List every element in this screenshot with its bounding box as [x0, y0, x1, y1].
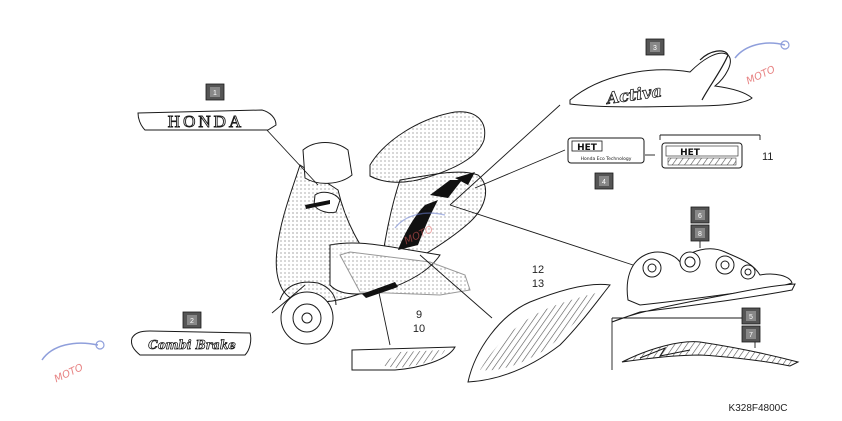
callout-3: 3 — [645, 38, 665, 56]
scooter-illustration — [275, 111, 486, 345]
watermark-left: MOTO — [41, 340, 105, 385]
callout-2: 2 — [182, 311, 202, 329]
callout-4: 4 — [594, 172, 614, 190]
label-9: 9 — [416, 309, 422, 321]
watermark-left-text: MOTO — [53, 362, 85, 385]
side-stripe-decal — [621, 341, 800, 367]
het-badge-text: HET — [680, 148, 701, 158]
callout-6-text: 6 — [698, 213, 702, 220]
label-13: 13 — [532, 278, 544, 290]
leader-lines — [264, 104, 761, 370]
het-badge: HET — [661, 142, 743, 169]
callout-7: 7 — [741, 325, 761, 343]
callout-7-text: 7 — [749, 332, 753, 339]
het-decal-text: HET — [577, 143, 598, 153]
combi-brake-text: Combi Brake — [148, 338, 236, 352]
callout-4-text: 4 — [602, 179, 606, 186]
label-10: 10 — [413, 323, 425, 335]
callout-5-text: 5 — [749, 314, 753, 321]
callout-1-text: 1 — [213, 90, 217, 97]
callout-5: 5 — [741, 307, 761, 325]
honda-decal: HONDA — [137, 109, 277, 131]
het-subtitle-text: Honda Eco Technology — [581, 156, 632, 162]
label-11: 11 — [762, 151, 773, 163]
callout-2-text: 2 — [190, 318, 194, 325]
callout-8: 8 — [690, 224, 710, 242]
honda-decal-text: HONDA — [168, 112, 244, 131]
floor-decal — [351, 346, 456, 371]
watermark-right-text: MOTO — [745, 64, 777, 87]
het-decal: HET Honda Eco Technology — [567, 137, 645, 164]
callout-6: 6 — [690, 206, 710, 224]
callout-1: 1 — [205, 83, 225, 101]
watermark-right: MOTO — [734, 40, 790, 87]
activa-decal: Activa — [569, 50, 753, 108]
diagram-code: K328F4800C — [729, 403, 788, 414]
rear-panel-decal — [467, 283, 611, 383]
callout-8-text: 8 — [698, 231, 702, 238]
label-12: 12 — [532, 264, 544, 276]
callout-3-text: 3 — [653, 45, 657, 52]
combi-brake-decal: Combi Brake — [131, 330, 252, 356]
swirl-decal — [611, 248, 796, 323]
